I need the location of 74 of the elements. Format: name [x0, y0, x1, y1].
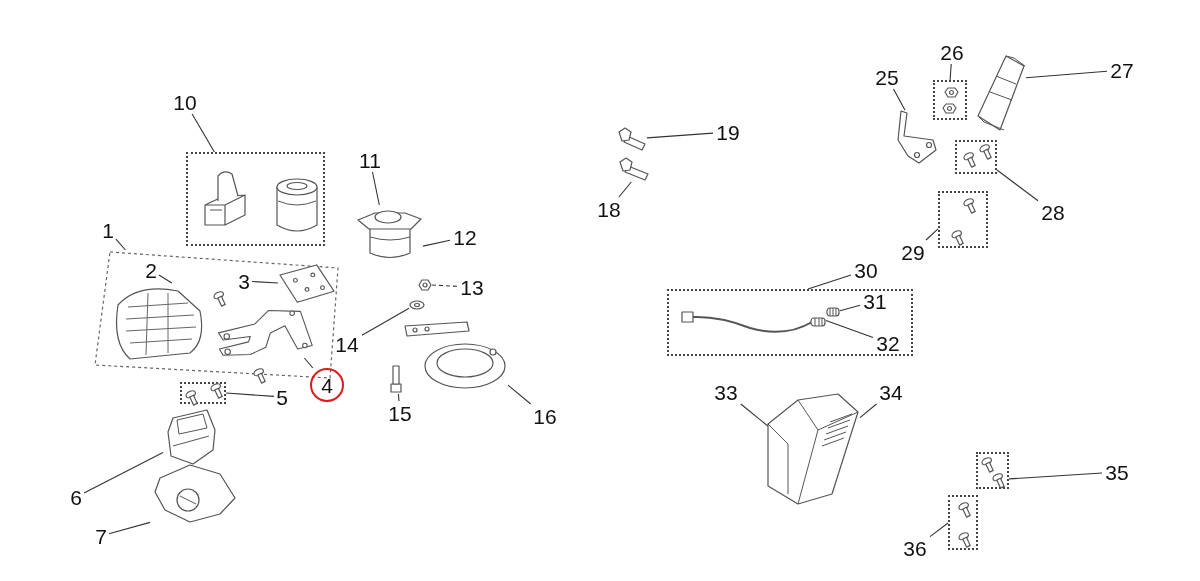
leader-line — [431, 284, 458, 287]
leader-line — [646, 132, 714, 139]
callout-number: 30 — [851, 258, 881, 282]
callout-number: 26 — [937, 40, 967, 64]
callout-number: 7 — [93, 524, 109, 548]
leader-line — [892, 88, 906, 111]
callout-number: 16 — [530, 404, 560, 428]
leader-line — [925, 228, 939, 241]
callout-number: 11 — [355, 148, 385, 172]
callout-number: 36 — [900, 536, 930, 560]
leader-line — [158, 274, 173, 284]
screw-set-frame — [948, 495, 978, 550]
callout-number: 10 — [170, 90, 200, 114]
leader-line — [996, 169, 1039, 202]
leader-line — [251, 280, 279, 284]
screw-set-frame — [955, 140, 997, 174]
wiring-kit-frame — [667, 289, 913, 356]
mounting-plate-drawing — [278, 264, 336, 304]
leader-line — [108, 521, 151, 535]
screw-set-frame — [180, 382, 226, 404]
horn-drawing — [405, 322, 508, 392]
callout-number: 35 — [1102, 460, 1132, 484]
callout-number: 29 — [898, 240, 928, 264]
screw-set-frame — [938, 191, 988, 248]
connector-drawing — [826, 305, 840, 319]
callout-number: 14 — [332, 332, 362, 356]
callout-number: 33 — [711, 380, 741, 404]
bolt-drawing — [389, 364, 403, 394]
parts-kit-frame — [186, 152, 325, 246]
leader-line — [1008, 472, 1103, 480]
callout-number: 12 — [450, 225, 480, 249]
callout-number: 13 — [457, 275, 487, 299]
callout-number: 19 — [713, 120, 743, 144]
callout-number: 34 — [876, 380, 906, 404]
callout-number: 15 — [385, 401, 415, 425]
bolt-drawing — [618, 158, 650, 182]
leader-line — [740, 403, 769, 427]
callout-number: 27 — [1107, 58, 1137, 82]
leader-line — [422, 239, 451, 247]
callout-number: 1 — [100, 218, 116, 242]
leader-line — [303, 357, 314, 369]
leader-line — [225, 392, 275, 397]
callout-number: 18 — [594, 197, 624, 221]
leader-line — [83, 452, 164, 494]
leader-line — [825, 319, 874, 339]
leader-line — [839, 304, 861, 312]
leader-line — [191, 113, 215, 153]
callout-number: 3 — [236, 269, 252, 293]
cable-drawing — [680, 308, 812, 336]
callout-number: 5 — [274, 385, 290, 409]
leader-line — [807, 274, 852, 290]
leader-line — [929, 522, 949, 538]
nut-drawing — [418, 279, 432, 291]
connector-drawing — [810, 316, 826, 328]
callout-number: 28 — [1038, 200, 1068, 224]
callout-number: 6 — [68, 485, 84, 509]
leader-line — [397, 393, 400, 402]
nut-set-frame — [933, 80, 967, 120]
leader-line — [949, 63, 952, 81]
leader-line — [1025, 70, 1108, 79]
leader-line — [115, 238, 126, 251]
callout-number: 25 — [872, 65, 902, 89]
callout-number: 2 — [143, 258, 159, 282]
leader-line — [859, 403, 878, 419]
washer-drawing — [409, 300, 425, 310]
callout-number: 31 — [860, 289, 890, 313]
callout-number: 4 — [310, 368, 344, 402]
callout-number: 32 — [873, 331, 903, 355]
leader-line — [507, 384, 532, 405]
bolt-drawing — [617, 128, 647, 152]
leader-line — [361, 307, 410, 336]
leader-line — [371, 171, 380, 206]
regulator-housing-drawing — [768, 394, 860, 504]
leader-line — [618, 181, 632, 198]
